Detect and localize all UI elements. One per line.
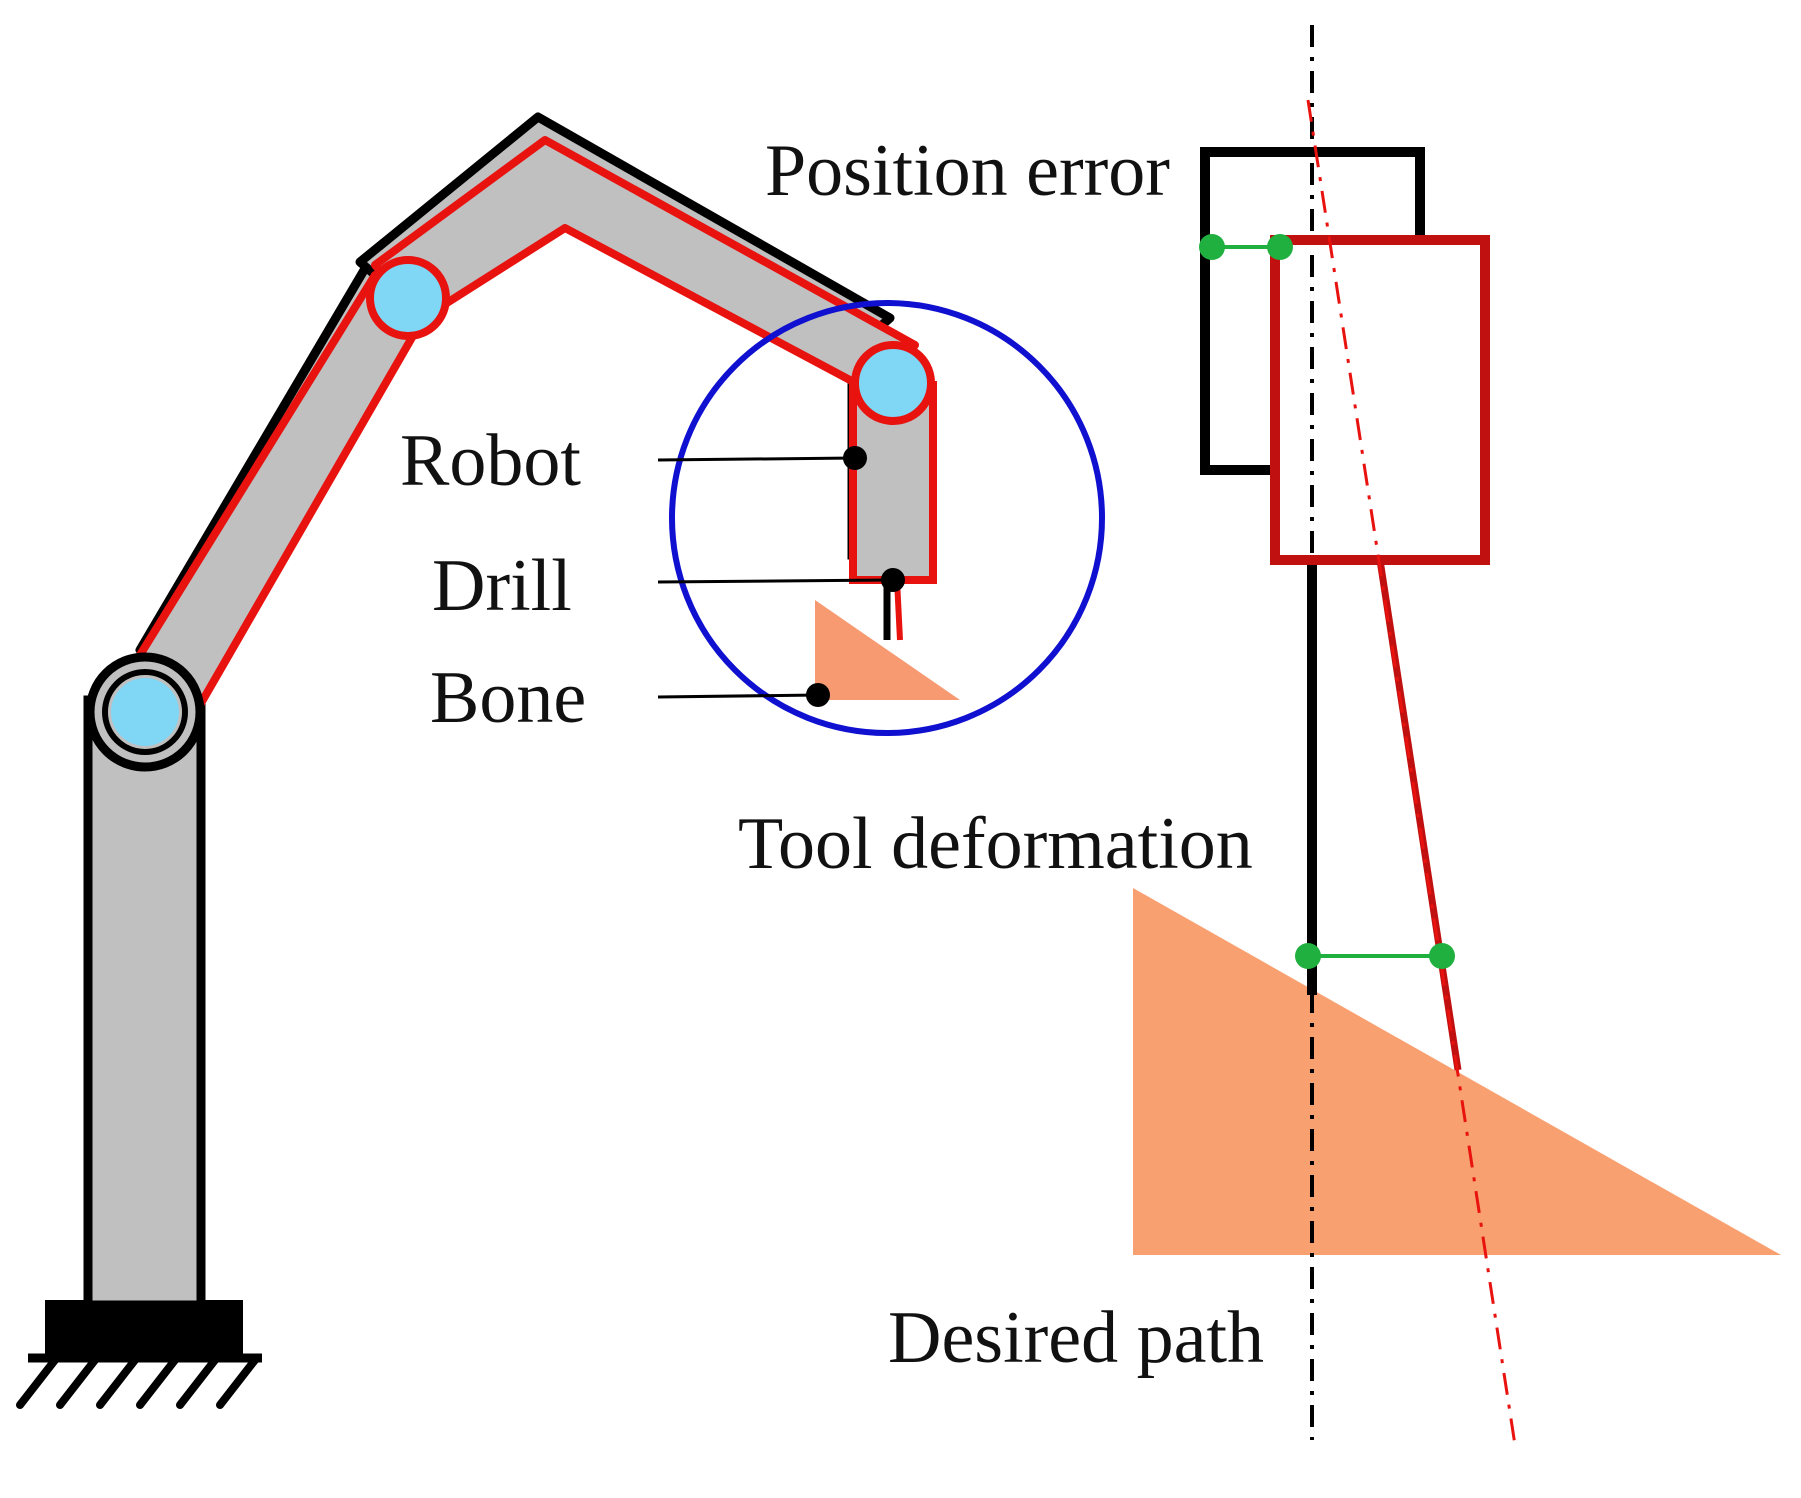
labels: Robot Drill Bone Position error Tool def… [400,130,1264,1379]
label-tool-deformation: Tool deformation [738,803,1253,885]
deformed-link-lower [136,271,429,709]
label-robot: Robot [400,420,581,502]
bone-callout-dot [806,683,830,707]
drill-callout-line [657,578,894,584]
tool-deformation-marker [1295,943,1455,969]
label-bone: Bone [430,657,586,739]
position-error-marker [1199,234,1293,260]
robot-callout-line [657,456,856,462]
bone-callout-line [657,693,819,699]
tool-holder-nominal [1200,147,1425,475]
bone-small-shape [815,600,960,700]
robot-callout-dot [843,446,867,470]
label-drill: Drill [432,545,572,627]
elbow-joint-icon [366,256,450,340]
base-joint-icon [111,678,179,746]
drill-callout-dot [881,568,905,592]
robot-arm [16,112,1105,1409]
tool-holder-deformed [1270,235,1490,565]
tool-detail [1133,25,1781,1446]
robot-column [83,695,206,1310]
label-position-error: Position error [765,130,1170,212]
wrist-joint-icon [851,341,935,425]
label-desired-path: Desired path [888,1297,1264,1379]
detail-zoom-circle [669,300,1105,736]
callouts [657,446,905,707]
ground-hatch [16,1356,259,1409]
